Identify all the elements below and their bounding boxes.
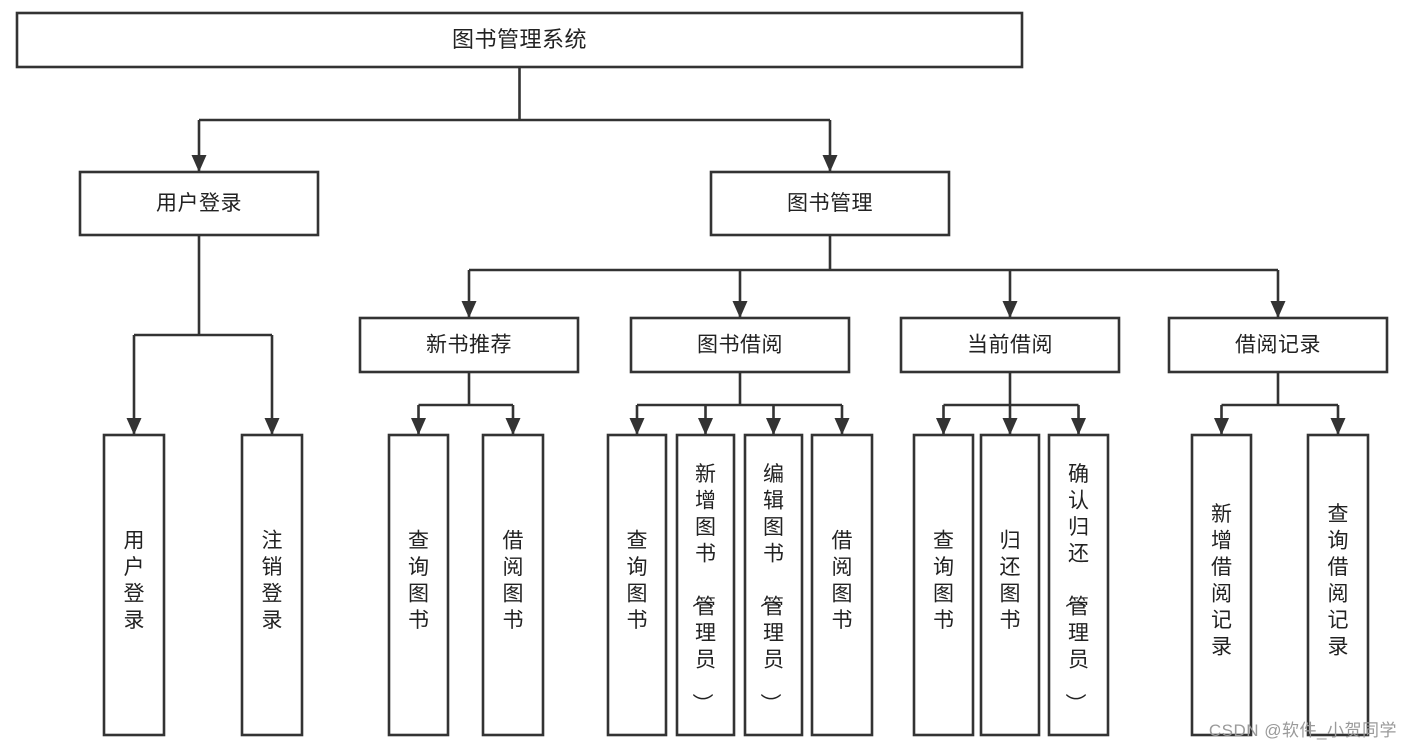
arrow-head-icon [732,301,748,318]
leaf-node-4-3-box[interactable] [1047,433,1110,737]
arrow-head-icon [411,418,426,435]
arrow-head-icon [1270,301,1286,318]
leaf-node-4-2-label: 归还图书 [1000,529,1021,632]
leaf-node-1-2[interactable]: 注销登录 [240,433,304,737]
level2-node-3-label: 当前借阅 [967,334,1053,357]
arrow-head-icon [264,418,280,435]
leaf-node-3-4-box[interactable] [810,433,874,737]
leaf-connectors-group-2 [411,372,521,435]
leaf-node-3-4[interactable]: 借阅图书 [810,433,874,737]
arrow-head-icon [1214,418,1229,435]
level1-node-1[interactable]: 用户登录 [78,170,320,237]
arrow-head-icon [1002,301,1018,318]
leaf-node-1-1[interactable]: 用户登录 [102,433,166,737]
leaf-connectors-group-5 [1214,372,1346,435]
leaf-connectors-group-1 [126,235,280,435]
leaf-node-4-3-label: 确认归还（管理员） [1063,463,1089,714]
leaf-node-1-1-box[interactable] [102,433,166,737]
leaf-node-4-1[interactable]: 查询图书 [912,433,975,737]
leaf-node-4-2[interactable]: 归还图书 [979,433,1041,737]
leaf-connectors-group-3 [629,372,850,435]
leaf-node-5-2[interactable]: 查询借阅记录 [1306,433,1370,737]
leaf-node-5-2-label: 查询借阅记录 [1328,503,1349,659]
level2-node-4-box[interactable] [1167,316,1389,374]
leaf-node-3-3[interactable]: 编辑图书（管理员） [743,433,804,737]
leaf-node-4-3[interactable]: 确认归还（管理员） [1047,433,1110,737]
arrow-head-icon [834,418,850,435]
level2-node-3[interactable]: 当前借阅 [899,316,1121,374]
arrow-head-icon [1002,418,1018,435]
arrow-head-icon [629,418,645,435]
arrow-head-icon [1330,418,1346,435]
leaf-node-5-1[interactable]: 新增借阅记录 [1190,433,1253,737]
level2-node-1[interactable]: 新书推荐 [358,316,580,374]
arrow-head-icon [766,418,781,435]
leaf-node-3-2[interactable]: 新增图书（管理员） [675,433,736,737]
level2-node-2[interactable]: 图书借阅 [629,316,851,374]
leaf-node-1-2-box[interactable] [240,433,304,737]
leaf-node-5-1-box[interactable] [1190,433,1253,737]
level1-node-2[interactable]: 图书管理 [709,170,951,237]
arrow-head-icon [126,418,142,435]
arrow-head-icon [505,418,521,435]
arrow-head-icon [698,418,713,435]
leaf-node-1-1-label: 用户登录 [124,529,145,632]
level2-node-2-box[interactable] [629,316,851,374]
leaf-node-3-1-box[interactable] [606,433,668,737]
leaf-node-5-2-box[interactable] [1306,433,1370,737]
leaf-node-3-2-box[interactable] [675,433,736,737]
leaf-node-2-2[interactable]: 借阅图书 [481,433,545,737]
arrow-head-icon [936,418,951,435]
level2-node-1-box[interactable] [358,316,580,374]
root-node-box[interactable] [15,11,1024,69]
leaf-node-2-2-box[interactable] [481,433,545,737]
leaf-connectors-group-4 [936,372,1086,435]
leaf-node-4-1-box[interactable] [912,433,975,737]
level1-node-2-box[interactable] [709,170,951,237]
leaf-node-3-4-label: 借阅图书 [832,529,853,632]
level2-node-2-label: 图书借阅 [697,334,783,357]
leaf-node-5-1-label: 新增借阅记录 [1211,503,1232,659]
level1-node-2-label: 图书管理 [787,192,873,215]
leaf-node-4-2-box[interactable] [979,433,1041,737]
leaf-node-4-1-label: 查询图书 [933,529,954,632]
leaf-node-3-3-label: 编辑图书（管理员） [758,463,784,714]
leaf-node-2-1-box[interactable] [387,433,450,737]
level1-to-level2-connectors [461,235,1286,318]
arrow-head-icon [1071,418,1086,435]
arrow-head-icon [822,155,838,172]
level2-node-4-label: 借阅记录 [1235,334,1321,357]
arrow-head-icon [191,155,207,172]
leaf-node-2-1-label: 查询图书 [408,529,429,632]
level2-node-1-label: 新书推荐 [426,334,512,357]
leaf-node-2-1[interactable]: 查询图书 [387,433,450,737]
root-to-level1-connectors [191,67,838,172]
arrow-head-icon [461,301,477,318]
level2-node-4[interactable]: 借阅记录 [1167,316,1389,374]
leaf-node-3-1[interactable]: 查询图书 [606,433,668,737]
level2-node-3-box[interactable] [899,316,1121,374]
leaf-node-3-2-label: 新增图书（管理员） [690,463,716,714]
level1-node-1-label: 用户登录 [156,192,242,215]
leaf-node-2-2-label: 借阅图书 [503,529,524,632]
root-node[interactable]: 图书管理系统 [15,11,1024,69]
root-node-label: 图书管理系统 [452,27,587,52]
leaf-node-3-3-box[interactable] [743,433,804,737]
leaf-node-3-1-label: 查询图书 [627,529,648,632]
leaf-node-1-2-label: 注销登录 [262,529,283,632]
